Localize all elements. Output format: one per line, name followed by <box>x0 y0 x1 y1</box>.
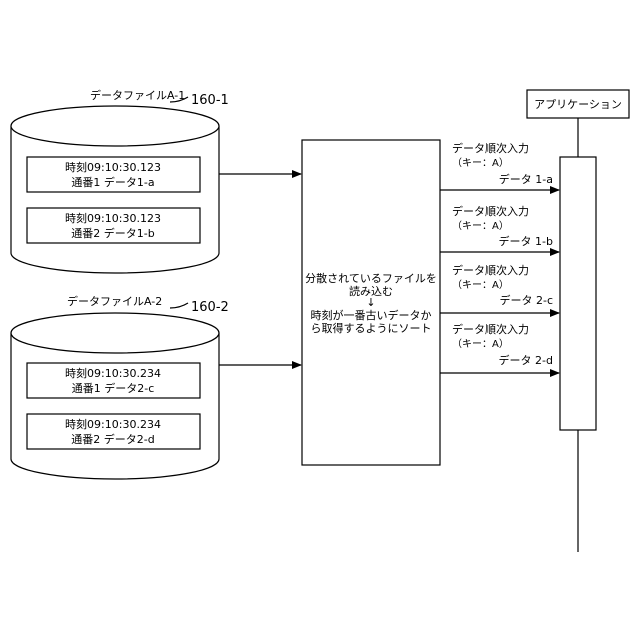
cylinder-top <box>11 313 219 353</box>
application-label: アプリケーション <box>534 98 622 111</box>
record-seq: 通番1 データ2-c <box>72 381 155 395</box>
process-text-line3: 時刻が一番古いデータか <box>311 308 432 322</box>
message-call: データ順次入力 <box>452 141 529 155</box>
record-box: 時刻09:10:30.234 通番1 データ2-c <box>27 363 200 398</box>
record-box: 時刻09:10:30.123 通番2 データ1-b <box>27 208 200 243</box>
data-file-a2-title: データファイルA-2 <box>67 294 162 308</box>
record-seq: 通番2 データ2-d <box>71 432 154 446</box>
message-key: （キー：A） <box>452 220 509 232</box>
cylinder-body <box>11 333 219 479</box>
process-text-line4: ら取得するようにソート <box>311 322 432 335</box>
record-time: 時刻09:10:30.234 <box>65 366 161 380</box>
sort-process-box: 分散されているファイルを 読み込む ↓ 時刻が一番古いデータか ら取得するように… <box>302 140 440 465</box>
message-data: データ 1-a <box>499 172 553 186</box>
activation-bar <box>560 157 596 430</box>
record-box: 時刻09:10:30.234 通番2 データ2-d <box>27 414 200 449</box>
message: データ順次入力 （キー：A） データ 2-c <box>440 263 559 313</box>
process-down-arrow: ↓ <box>366 296 375 309</box>
message: データ順次入力 （キー：A） データ 1-a <box>440 141 559 190</box>
data-file-a1: データファイルA-1 160-1 時刻09:10:30.123 通番1 データ1… <box>11 88 229 273</box>
message-key: （キー：A） <box>452 157 509 169</box>
cylinder-top <box>11 106 219 146</box>
record-time: 時刻09:10:30.123 <box>65 160 161 174</box>
record-time: 時刻09:10:30.123 <box>65 211 161 225</box>
message-data: データ 2-d <box>499 353 553 367</box>
message-key: （キー：A） <box>452 279 509 291</box>
message-call: データ順次入力 <box>452 322 529 336</box>
application-lifeline: アプリケーション <box>527 90 629 552</box>
message-data: データ 1-b <box>499 234 553 248</box>
data-file-a2-ref: 160-2 <box>191 300 229 315</box>
record-seq: 通番2 データ1-b <box>71 226 154 240</box>
record-time: 時刻09:10:30.234 <box>65 417 161 431</box>
process-text-line1: 分散されているファイルを <box>305 271 437 285</box>
cylinder-body <box>11 126 219 273</box>
data-file-a2: データファイルA-2 160-2 時刻09:10:30.234 通番1 データ2… <box>11 294 229 479</box>
message-data: データ 2-c <box>499 293 553 307</box>
data-file-a1-title: データファイルA-1 <box>90 88 185 102</box>
message-key: （キー：A） <box>452 338 509 350</box>
message-call: データ順次入力 <box>452 204 529 218</box>
message: データ順次入力 （キー：A） データ 1-b <box>440 204 559 252</box>
record-box: 時刻09:10:30.123 通番1 データ1-a <box>27 157 200 192</box>
message-call: データ順次入力 <box>452 263 529 277</box>
record-seq: 通番1 データ1-a <box>71 175 154 189</box>
data-file-a1-ref: 160-1 <box>191 93 229 108</box>
ref-leader-line <box>170 303 188 308</box>
message: データ順次入力 （キー：A） データ 2-d <box>440 322 559 373</box>
